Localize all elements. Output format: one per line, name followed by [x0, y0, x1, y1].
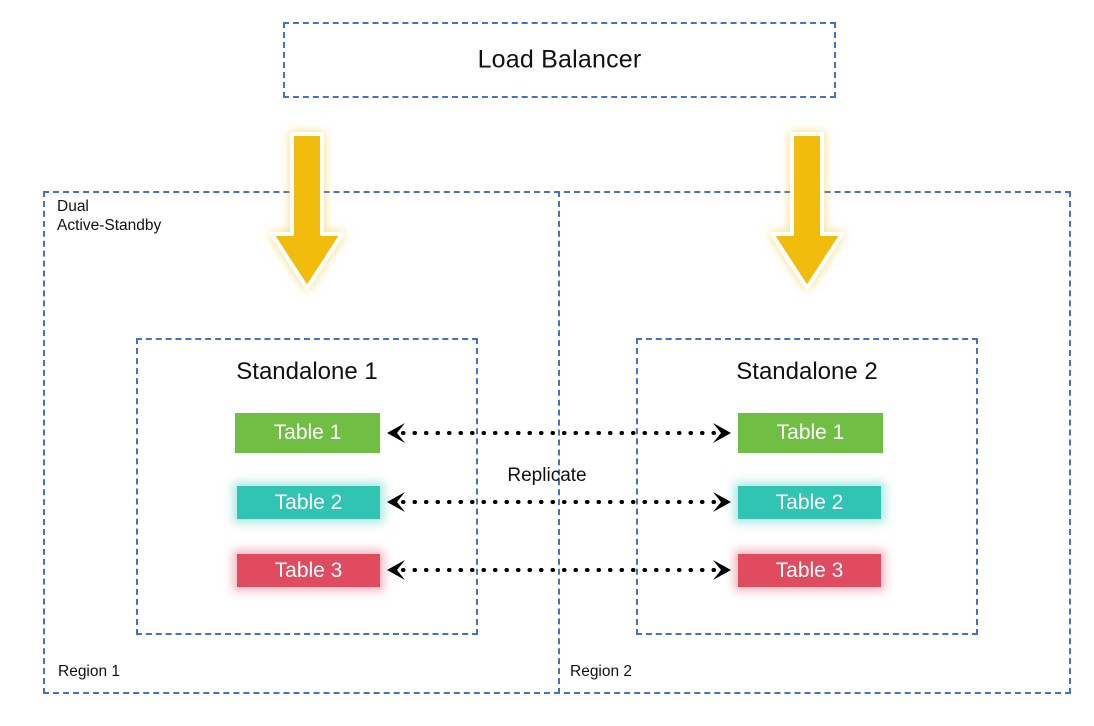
down-arrow-icon: [770, 132, 844, 290]
bidirectional-dotted-arrow-icon: [387, 560, 731, 580]
replicate-link-table-3: [383, 558, 735, 582]
down-arrow-icon: [270, 132, 344, 290]
traffic-arrow-region-2: [768, 132, 846, 292]
bidirectional-dotted-arrow-icon: [387, 423, 731, 443]
standalone-1-title: Standalone 1: [236, 358, 378, 385]
standalone-2-box[interactable]: Standalone 2: [636, 338, 978, 635]
replicate-link-table-2: [383, 490, 735, 514]
bidirectional-dotted-arrow-icon: [387, 492, 731, 512]
replicate-label: Replicate: [507, 465, 587, 486]
traffic-arrow-region-1: [268, 132, 346, 292]
standalone-2-table-1[interactable]: Table 1: [738, 413, 883, 453]
standalone-1-table-2[interactable]: Table 2: [237, 486, 380, 519]
standalone-2-table-3[interactable]: Table 3: [738, 554, 881, 587]
load-balancer-box[interactable]: Load Balancer: [283, 22, 836, 98]
replicate-link-table-1: [383, 421, 735, 445]
standalone-2-title: Standalone 2: [736, 358, 878, 385]
load-balancer-label: Load Balancer: [477, 45, 642, 74]
region-divider: [558, 191, 560, 694]
region-1-label: Region 1: [58, 663, 121, 680]
dual-active-standby-label: Dual Active-Standby: [57, 198, 162, 234]
standalone-1-box[interactable]: Standalone 1: [136, 338, 478, 635]
standalone-2-table-2[interactable]: Table 2: [738, 486, 881, 519]
region-2-label: Region 2: [570, 663, 633, 680]
standalone-1-table-3[interactable]: Table 3: [237, 554, 380, 587]
dual-active-standby-container: [43, 191, 1071, 694]
standalone-1-table-1[interactable]: Table 1: [235, 413, 380, 453]
